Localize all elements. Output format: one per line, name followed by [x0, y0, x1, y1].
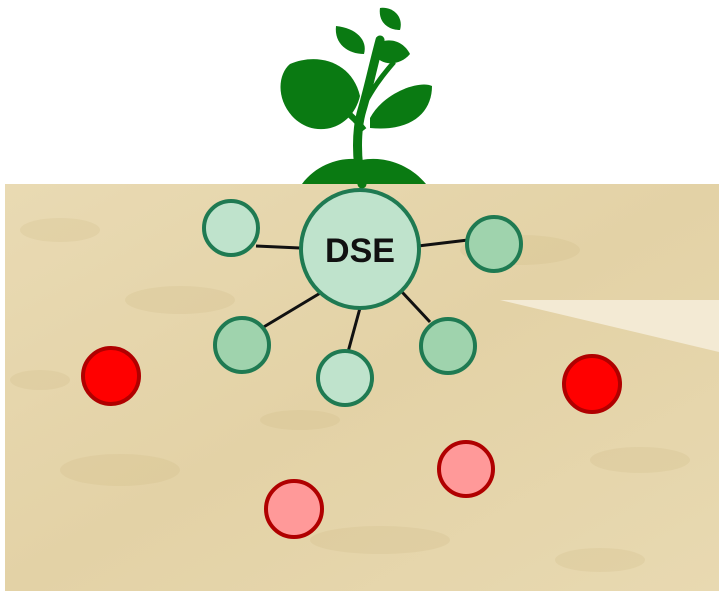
connector-lower-center	[346, 307, 362, 353]
connector-lines	[255, 238, 469, 353]
plant-seedling-icon	[280, 7, 432, 189]
satellite-lower-left	[213, 316, 271, 374]
connector-upper-left	[255, 244, 301, 250]
red-dot-right	[562, 354, 622, 414]
connector-lower-right	[400, 290, 432, 324]
pink-dot-lower-left	[264, 479, 324, 539]
satellite-circles	[202, 199, 523, 407]
dse-hub-label: DSE	[325, 232, 395, 270]
dse-hub: DSE	[299, 188, 421, 310]
satellite-upper-right	[465, 215, 523, 273]
red-dots	[81, 346, 622, 539]
callout-pointer	[500, 300, 719, 352]
connector-upper-right	[417, 238, 469, 248]
soil-texture	[10, 218, 690, 572]
connector-lower-left	[261, 290, 323, 330]
red-dot-left	[81, 346, 141, 406]
satellite-lower-right	[419, 317, 477, 375]
satellite-lower-center	[316, 349, 374, 407]
pink-dot-center	[437, 440, 495, 498]
satellite-upper-left	[202, 199, 260, 257]
dse-hub-circle	[299, 188, 421, 310]
